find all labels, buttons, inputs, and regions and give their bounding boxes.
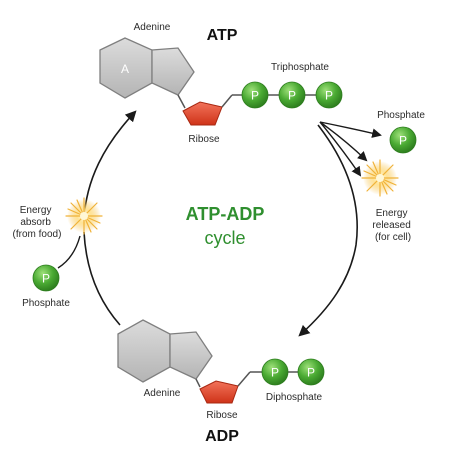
adp-adenine-label: Adenine xyxy=(144,388,181,399)
energy-absorb-line-1: Energy xyxy=(20,205,52,216)
adp-bond-ribose-phosphate xyxy=(237,371,251,387)
adp-adenine-hexagon xyxy=(117,319,171,383)
cycle-arrow-right xyxy=(298,124,358,337)
adp-phosphate-1-letter: P xyxy=(271,366,279,380)
absorbed-phosphate-label: Phosphate xyxy=(22,298,70,309)
atp-phosphate-3-letter: P xyxy=(325,89,333,103)
energy-absorb-burst xyxy=(65,197,103,235)
energy-absorb-label: Energy absorb (from food) xyxy=(13,205,62,240)
adp-phosphate-1: P xyxy=(261,358,289,386)
energy-absorb-line-3: (from food) xyxy=(13,229,62,240)
atp-phosphate-2: P xyxy=(278,81,306,109)
adp-bond-adenine-ribose xyxy=(195,378,201,388)
released-phosphate: P xyxy=(389,126,417,154)
atp-phosphate-2-letter: P xyxy=(288,89,296,103)
adp-molecule: P P xyxy=(117,319,325,404)
adp-phosphate-2-letter: P xyxy=(307,366,315,380)
adp-ribose-label: Ribose xyxy=(206,410,238,421)
adp-adenine-pentagon xyxy=(169,331,213,380)
energy-released-line-2: released xyxy=(372,220,410,231)
energy-absorb-line-2: absorb xyxy=(20,217,51,228)
absorbed-phosphate: P xyxy=(32,264,60,292)
atp-ribose-label: Ribose xyxy=(188,134,220,145)
atp-title: ATP xyxy=(207,27,238,44)
adp-title: ADP xyxy=(205,428,239,445)
atp-bond-adenine-ribose xyxy=(177,94,186,109)
absorbed-phosphate-letter: P xyxy=(42,272,50,286)
atp-bond-ribose-phosphate xyxy=(221,94,233,108)
adp-ribose-pentagon xyxy=(199,380,239,404)
atp-molecule: A P P P xyxy=(99,37,343,126)
atp-phosphate-3: P xyxy=(315,81,343,109)
release-arrow-phosphate xyxy=(319,121,382,138)
atp-adenine-letter: A xyxy=(121,62,129,76)
release-arrow-energy-1 xyxy=(319,121,368,162)
atp-adenine-label: Adenine xyxy=(134,22,171,33)
released-phosphate-label: Phosphate xyxy=(377,110,425,121)
release-arrow-energy-2 xyxy=(319,121,362,177)
cycle-title-line-1: ATP-ADP xyxy=(186,204,265,224)
energy-released-line-1: Energy xyxy=(376,208,408,219)
atp-triphosphate-label: Triphosphate xyxy=(271,62,329,73)
adp-diphosphate-label: Diphosphate xyxy=(266,392,323,403)
atp-phosphate-1-letter: P xyxy=(251,89,259,103)
cycle-arrow-left-lower xyxy=(83,231,121,326)
atp-ribose-pentagon xyxy=(182,101,223,126)
cycle-title-line-2: cycle xyxy=(204,228,245,248)
atp-adenine-pentagon xyxy=(151,47,195,96)
energy-released-label: Energy released (for cell) xyxy=(372,208,413,243)
absorb-arrow xyxy=(57,235,81,269)
energy-released-line-3: (for cell) xyxy=(375,232,411,243)
atp-phosphate-1: P xyxy=(241,81,269,109)
released-phosphate-letter: P xyxy=(399,134,407,148)
adp-phosphate-2: P xyxy=(297,358,325,386)
energy-released-burst xyxy=(361,159,399,197)
